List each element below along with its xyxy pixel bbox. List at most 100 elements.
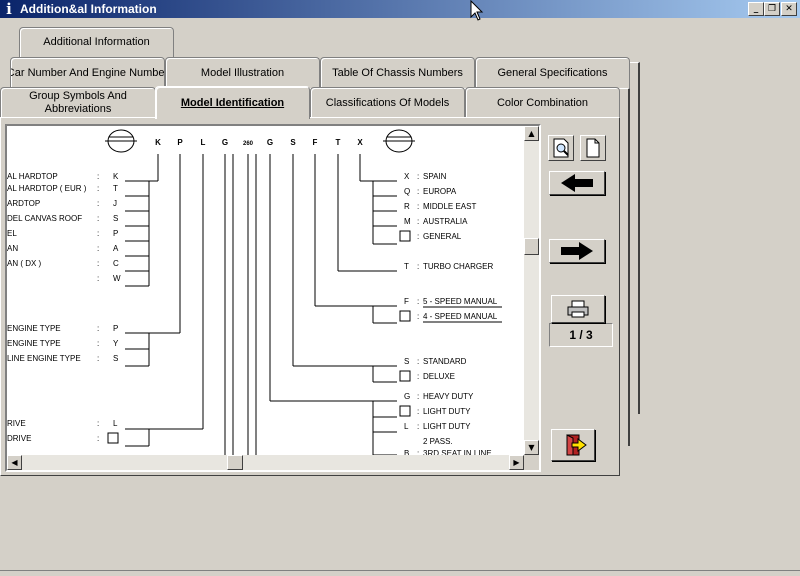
vertical-scrollbar[interactable]: ▲ ▼ <box>524 126 539 455</box>
right-spec-label: EUROPA <box>423 187 457 196</box>
next-page-button[interactable] <box>549 239 605 263</box>
minimize-button[interactable]: _ <box>748 2 764 16</box>
tab-car-number-engine[interactable]: Car Number And Engine Number <box>10 57 165 88</box>
right-spec-code: B <box>404 449 409 455</box>
page-indicator: 1 / 3 <box>549 323 613 347</box>
mouse-cursor-icon <box>470 0 484 21</box>
left-spec-code: T <box>113 184 118 193</box>
title-bar: i Addition&al Information _ ❐ ✕ <box>0 0 800 18</box>
left-spec-label: ENGINE TYPE <box>7 324 61 333</box>
right-spec-label: LIGHT DUTY <box>423 407 471 416</box>
header-emblem-left <box>105 129 137 153</box>
scroll-right-button[interactable]: ▶ <box>509 455 524 470</box>
left-colon: : <box>97 324 99 333</box>
right-spec-label: SPAIN <box>423 172 447 181</box>
model-code-letter: T <box>336 138 341 147</box>
restore-button[interactable]: ❐ <box>764 2 780 16</box>
print-preview-button[interactable] <box>548 135 574 161</box>
left-colon: : <box>97 354 99 363</box>
right-spec-code: L <box>404 422 409 431</box>
left-colon: : <box>97 214 99 223</box>
right-spec-label: AUSTRALIA <box>423 217 468 226</box>
scroll-left-button[interactable]: ◀ <box>7 455 22 470</box>
left-spec-code: A <box>113 244 119 253</box>
tab-label: Group Symbols And Abbreviations <box>29 90 127 115</box>
left-colon: : <box>97 434 99 443</box>
tab-classifications[interactable]: Classifications Of Models <box>310 87 465 118</box>
left-spec-label: RIVE <box>7 419 26 428</box>
tab-model-illustration[interactable]: Model Illustration <box>165 57 320 88</box>
right-colon: : <box>417 187 419 196</box>
scroll-up-button[interactable]: ▲ <box>524 126 539 141</box>
exit-door-icon <box>566 434 587 456</box>
close-button[interactable]: ✕ <box>781 2 797 16</box>
left-spec-code: W <box>113 274 121 283</box>
status-bar <box>0 570 800 576</box>
right-spec-label: 5 - SPEED MANUAL <box>423 297 498 306</box>
window-title: Addition&al Information <box>20 2 157 16</box>
tab-general-specifications[interactable]: General Specifications <box>475 57 630 88</box>
print-button[interactable] <box>551 295 605 323</box>
model-code-letter: P <box>177 138 183 147</box>
option-box <box>399 370 411 382</box>
scroll-corner <box>524 455 539 470</box>
tab-additional-information[interactable]: Additional Information <box>19 27 174 57</box>
left-spec-label: DRIVE <box>7 434 31 443</box>
left-spec-code: P <box>113 229 118 238</box>
left-spec-label: ARDTOP <box>7 199 40 208</box>
tab-group-symbols[interactable]: Group Symbols And Abbreviations <box>0 87 156 118</box>
left-spec-code: J <box>113 199 117 208</box>
right-colon: : <box>417 392 419 401</box>
left-colon: : <box>97 184 99 193</box>
right-colon: : <box>417 172 419 181</box>
left-spec-label: AL HARDTOP ( EUR ) <box>7 184 87 193</box>
right-spec-label: GENERAL <box>423 232 462 241</box>
left-colon: : <box>97 229 99 238</box>
right-spec-label: 4 - SPEED MANUAL <box>423 312 498 321</box>
right-colon: : <box>417 202 419 211</box>
scroll-down-button[interactable]: ▼ <box>524 440 539 455</box>
model-code-letter: F <box>313 138 318 147</box>
right-colon: : <box>417 232 419 241</box>
tab-chassis-numbers[interactable]: Table Of Chassis Numbers <box>320 57 475 88</box>
horizontal-scrollbar[interactable]: ◀ ▶ <box>7 455 524 470</box>
left-colon: : <box>97 419 99 428</box>
right-spec-label: TURBO CHARGER <box>423 262 493 271</box>
right-spec-label: STANDARD <box>423 357 467 366</box>
right-colon: : <box>417 422 419 431</box>
previous-page-button[interactable] <box>549 171 605 195</box>
right-spec-code: T <box>404 262 409 271</box>
left-colon: : <box>97 274 99 283</box>
horizontal-scroll-thumb[interactable] <box>227 455 243 470</box>
right-colon: : <box>417 372 419 381</box>
tab-label: Model Illustration <box>200 66 285 79</box>
left-spec-code: L <box>113 419 118 428</box>
left-spec-code: Y <box>113 339 119 348</box>
vertical-scroll-thumb[interactable] <box>524 238 539 255</box>
tab-label: Car Number And Engine Number <box>10 66 165 79</box>
page-button[interactable] <box>580 135 606 161</box>
option-box <box>107 432 119 444</box>
exit-button[interactable] <box>551 429 595 461</box>
model-code-letter: S <box>290 138 296 147</box>
right-colon: : <box>417 357 419 366</box>
option-box <box>399 230 411 242</box>
left-colon: : <box>97 172 99 181</box>
tab-color-combination[interactable]: Color Combination <box>465 87 620 118</box>
left-spec-code: S <box>113 354 118 363</box>
model-code-letter: X <box>357 138 363 147</box>
tab-model-identification[interactable]: Model Identification <box>155 86 310 119</box>
right-spec-code: M <box>404 217 411 226</box>
left-colon: : <box>97 199 99 208</box>
option-box <box>399 405 411 417</box>
left-spec-code: C <box>113 259 119 268</box>
right-spec-label: HEAVY DUTY <box>423 392 474 401</box>
left-spec-code: K <box>113 172 119 181</box>
left-spec-label: AL HARDTOP <box>7 172 58 181</box>
right-spec-label: MIDDLE EAST <box>423 202 476 211</box>
tab-label: Color Combination <box>496 96 589 109</box>
left-spec-label: EL <box>7 229 17 238</box>
model-code-letter: K <box>155 138 161 147</box>
